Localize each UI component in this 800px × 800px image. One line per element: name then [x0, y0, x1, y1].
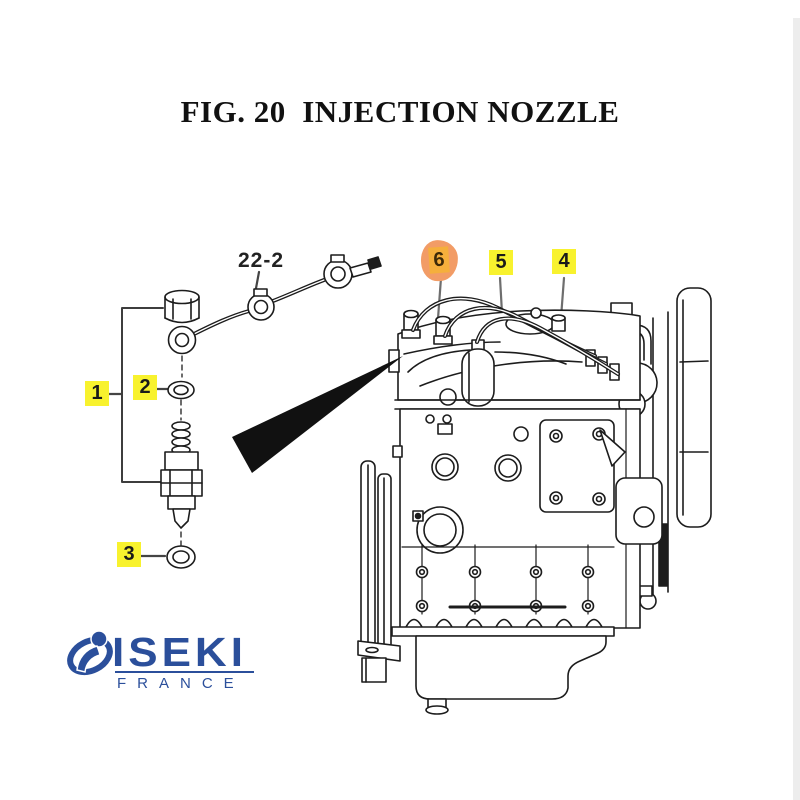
pointer-arrow	[232, 356, 403, 473]
logo-divider	[115, 671, 254, 673]
front-frame	[357, 460, 401, 683]
injection-nozzle-exploded	[160, 289, 203, 569]
block-bottom-rail	[391, 626, 615, 637]
callout-1: 1	[85, 381, 109, 406]
engine-illustration	[357, 287, 712, 715]
logo-brand-text: ISEKI	[112, 630, 247, 676]
bracket-line-callout-1	[121, 307, 168, 483]
callout-5: 5	[489, 250, 513, 275]
figure-title: FIG. 20 INJECTION NOZZLE	[180, 94, 620, 129]
callout-4: 4	[552, 249, 576, 274]
banjo-fitting	[167, 325, 197, 355]
scan-edge-strip	[793, 18, 800, 800]
starter-motor	[599, 429, 663, 545]
logo-country-text: FRANCE	[117, 675, 245, 692]
injection-pipes	[411, 296, 620, 376]
flywheel	[676, 287, 712, 528]
nozzle-holder-body	[160, 451, 203, 529]
callout-2: 2	[133, 375, 157, 400]
iseki-emblem-icon	[67, 630, 113, 676]
flywheel-housing	[633, 311, 669, 610]
callout-6: 6	[428, 246, 450, 274]
washer-3	[166, 545, 196, 569]
washer-2	[167, 380, 195, 400]
nozzle-spring	[171, 421, 191, 455]
iseki-france-logo: ISEKI FRANCE	[66, 628, 276, 704]
assembly-ref-label: 22-2	[238, 249, 285, 272]
engine-block	[392, 408, 641, 629]
cap-nut	[164, 289, 200, 324]
fuel-filter	[461, 339, 495, 407]
leak-off-pipe-22-2	[192, 254, 382, 336]
oil-pan	[415, 635, 607, 715]
callout-3: 3	[117, 542, 141, 567]
cylinder-head	[388, 307, 641, 406]
